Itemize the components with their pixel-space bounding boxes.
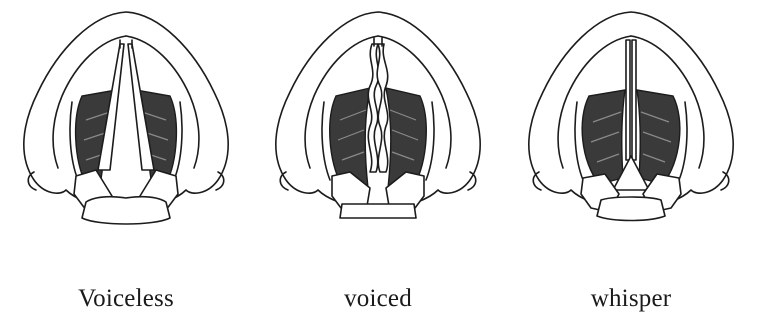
glottis-voiceless-illustration: [0, 0, 252, 280]
panel-voiceless: Voiceless: [0, 0, 252, 327]
panel-whisper: whisper: [505, 0, 757, 327]
caption-whisper: whisper: [505, 285, 757, 313]
glottis-voiced-illustration: [252, 0, 504, 280]
caption-voiced: voiced: [252, 285, 504, 313]
panel-voiced: voiced: [252, 0, 504, 327]
caption-voiceless: Voiceless: [0, 285, 252, 313]
glottis-whisper-illustration: [505, 0, 757, 280]
